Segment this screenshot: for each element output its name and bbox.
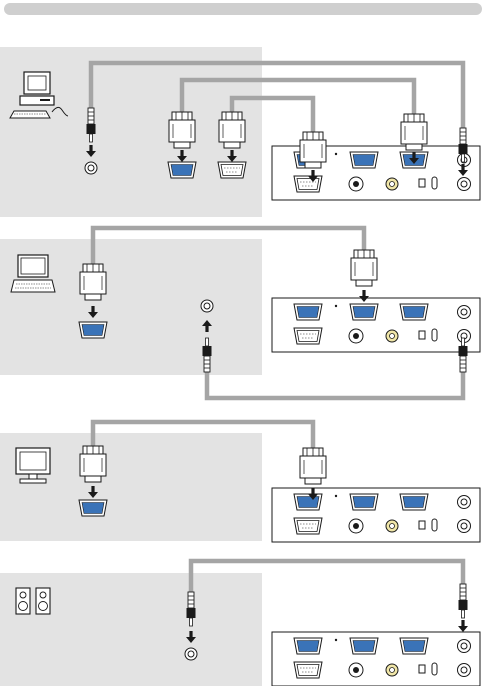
audio-jack-icon [185,648,197,660]
vga-plug-icon [351,250,377,286]
audio-jack-icon [85,162,97,174]
panel-laptop [0,228,480,398]
projector-panel [272,632,480,686]
db9-port-icon [218,162,246,178]
vga-port-icon [168,162,196,178]
vga-plug-icon [401,114,427,150]
laptop-icon [11,255,55,292]
vga-port-icon [79,500,107,516]
vga-port-icon [79,322,107,338]
projector-panel [272,298,480,352]
arrow-icon [458,620,468,632]
audio-jack-icon [201,300,213,312]
vga-plug-icon [300,448,326,484]
audio-plug-icon [459,584,468,618]
panel-speakers [0,561,480,686]
panel-computer [0,47,480,217]
header-bar [4,3,482,15]
projector-panel [272,488,480,542]
panel-monitor [0,422,480,542]
